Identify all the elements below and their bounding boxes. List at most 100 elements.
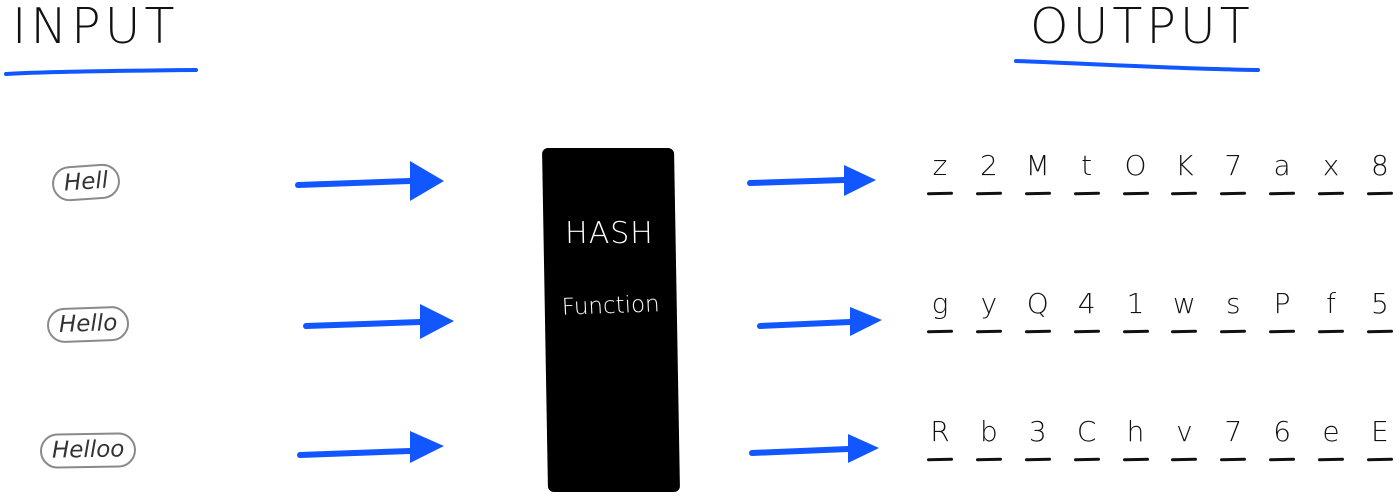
char-underline bbox=[1220, 457, 1247, 462]
input-heading: INPUT bbox=[12, 0, 179, 55]
output-char-2-4: 4 bbox=[1072, 290, 1102, 346]
output-char-text: t bbox=[1081, 149, 1093, 182]
hash-title: HASH bbox=[564, 216, 655, 251]
output-arrow-2 bbox=[757, 319, 853, 329]
input-heading-underline bbox=[4, 68, 198, 76]
output-char-2-1: g bbox=[925, 290, 955, 346]
output-char-1-8: a bbox=[1267, 152, 1297, 208]
output-char-3-7: 7 bbox=[1218, 418, 1248, 474]
output-char-text: g bbox=[931, 287, 949, 320]
output-arrow-head-1 bbox=[844, 165, 876, 196]
output-row-2: g y Q 4 1 w s P f 5 bbox=[925, 290, 1395, 350]
output-char-2-6: w bbox=[1169, 290, 1199, 346]
input-value-2: Hello bbox=[46, 305, 130, 344]
input-arrow-2 bbox=[303, 319, 423, 329]
output-char-text: w bbox=[1172, 287, 1196, 320]
output-char-3-8: 6 bbox=[1267, 418, 1297, 474]
output-heading: OUTPUT bbox=[1030, 0, 1254, 55]
hash-subtitle: Function bbox=[561, 291, 661, 321]
char-underline bbox=[1317, 457, 1345, 462]
char-underline bbox=[1122, 329, 1149, 334]
output-char-3-2: b bbox=[974, 418, 1004, 474]
char-underline bbox=[1366, 457, 1393, 462]
output-char-text: K bbox=[1175, 149, 1194, 182]
char-underline bbox=[1073, 457, 1100, 462]
output-char-text: f bbox=[1326, 287, 1336, 320]
output-char-text: 7 bbox=[1224, 415, 1243, 448]
output-char-1-3: M bbox=[1023, 152, 1053, 208]
output-char-1-10: 8 bbox=[1365, 152, 1395, 208]
output-char-text: 1 bbox=[1126, 287, 1145, 320]
char-underline bbox=[1269, 329, 1296, 334]
char-underline bbox=[1220, 191, 1247, 196]
char-underline bbox=[1024, 191, 1051, 196]
hash-function-box: HASH Function bbox=[541, 148, 681, 492]
output-char-1-7: 7 bbox=[1218, 152, 1248, 208]
output-char-2-2: y bbox=[974, 290, 1004, 346]
char-underline bbox=[1366, 329, 1393, 334]
input-arrow-head-3 bbox=[410, 431, 444, 463]
output-char-1-6: K bbox=[1169, 152, 1199, 208]
char-underline bbox=[1073, 191, 1100, 196]
output-char-text: E bbox=[1371, 415, 1389, 448]
output-char-text: s bbox=[1225, 287, 1241, 320]
output-char-3-4: C bbox=[1072, 418, 1102, 474]
char-underline bbox=[975, 191, 1002, 196]
output-char-text: y bbox=[980, 287, 998, 320]
output-char-3-10: E bbox=[1365, 418, 1395, 474]
output-char-1-5: O bbox=[1121, 152, 1151, 208]
char-underline bbox=[1269, 191, 1296, 196]
output-char-text: O bbox=[1124, 149, 1147, 182]
char-underline bbox=[1024, 329, 1051, 334]
output-char-2-5: 1 bbox=[1121, 290, 1151, 346]
char-underline bbox=[1366, 191, 1393, 196]
output-char-text: 8 bbox=[1370, 149, 1389, 182]
output-char-3-6: v bbox=[1169, 418, 1199, 474]
input-arrow-head-2 bbox=[420, 304, 454, 339]
output-heading-underline bbox=[1014, 59, 1260, 72]
output-char-3-3: 3 bbox=[1023, 418, 1053, 474]
output-char-1-4: t bbox=[1072, 152, 1102, 208]
output-char-text: x bbox=[1322, 149, 1340, 182]
output-char-text: Q bbox=[1026, 287, 1049, 320]
output-arrow-head-3 bbox=[848, 434, 879, 463]
output-char-2-3: Q bbox=[1023, 290, 1053, 346]
output-char-1-9: x bbox=[1316, 152, 1346, 208]
char-underline bbox=[1317, 329, 1345, 334]
char-underline bbox=[1269, 457, 1296, 462]
output-arrow-1 bbox=[747, 177, 847, 186]
output-char-2-10: 5 bbox=[1365, 290, 1395, 346]
output-char-text: h bbox=[1126, 415, 1145, 448]
output-arrow-3 bbox=[749, 446, 851, 456]
output-char-3-1: R bbox=[925, 418, 955, 474]
output-char-text: P bbox=[1273, 287, 1291, 320]
output-char-text: M bbox=[1025, 149, 1050, 182]
output-char-text: z bbox=[932, 149, 948, 182]
output-char-1-2: 2 bbox=[974, 152, 1004, 208]
output-char-2-8: P bbox=[1267, 290, 1297, 346]
char-underline bbox=[1024, 457, 1051, 462]
output-char-3-5: h bbox=[1121, 418, 1151, 474]
char-underline bbox=[926, 191, 954, 196]
output-char-3-9: e bbox=[1316, 418, 1346, 474]
output-char-text: 3 bbox=[1028, 415, 1047, 448]
output-char-2-7: s bbox=[1218, 290, 1248, 346]
char-underline bbox=[975, 329, 1002, 334]
output-char-text: C bbox=[1076, 415, 1097, 448]
output-char-text: v bbox=[1176, 415, 1193, 448]
output-char-text: 7 bbox=[1224, 149, 1243, 182]
input-value-1: Hell bbox=[50, 162, 122, 203]
char-underline bbox=[1220, 329, 1247, 334]
output-char-text: 2 bbox=[979, 149, 998, 182]
char-underline bbox=[1171, 191, 1198, 196]
output-char-1-1: z bbox=[925, 152, 955, 208]
output-char-text: 6 bbox=[1273, 415, 1292, 448]
char-underline bbox=[926, 457, 954, 462]
output-char-text: 4 bbox=[1077, 287, 1096, 320]
char-underline bbox=[1317, 191, 1345, 196]
output-char-text: R bbox=[930, 415, 950, 448]
output-char-text: a bbox=[1273, 149, 1291, 182]
input-arrow-1 bbox=[295, 178, 413, 188]
input-arrow-head-1 bbox=[410, 161, 444, 201]
